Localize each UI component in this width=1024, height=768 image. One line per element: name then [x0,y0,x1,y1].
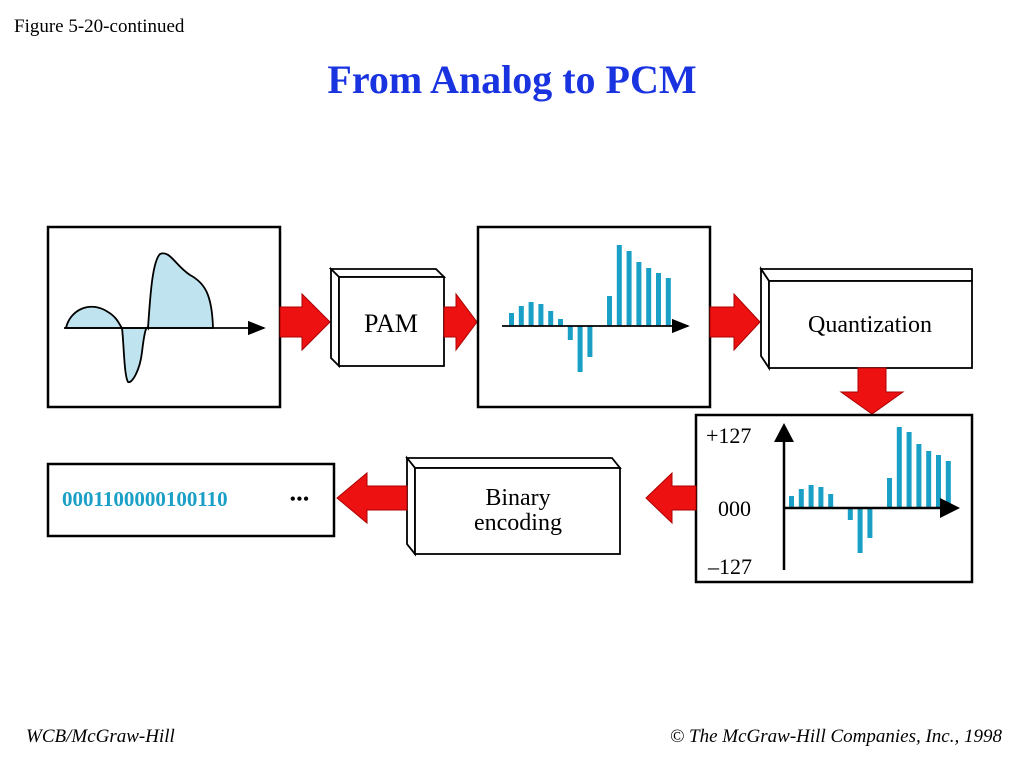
quantized-sample-bars [789,427,951,553]
footer-copyright: © The McGraw-Hill Companies, Inc., 1998 [669,726,1002,747]
pam-sample-bar [509,313,514,326]
bitstream-ellipsis: ••• [290,491,310,508]
quantized-sample-bar [857,508,863,553]
arrow-to-binary-encoding [645,471,697,525]
quantized-sample-bar [945,461,951,508]
pam-sample-bars [509,245,671,372]
quantized-sample-bar [808,485,814,508]
arrow-to-pam [279,292,331,352]
vertical-axis-arrowhead [774,423,794,442]
pam-sample-bar [665,278,671,326]
footer-publisher: WCB/McGraw-Hill [26,726,175,747]
binary-box-side [406,455,416,557]
figure-label: Figure 5-20-continued [14,16,185,37]
axis-label-minus-127: –127 [707,554,752,579]
analog-waveform [64,252,214,383]
arrow-to-quantization [709,292,761,352]
quantized-sample-bar [789,496,794,508]
quantized-sample-bar [936,455,941,508]
pam-samples-panel [476,225,712,409]
quantized-sample-bar [847,508,853,520]
quantized-sample-bar [828,494,834,508]
page-title: From Analog to PCM [327,57,697,102]
quantized-sample-bar [906,432,912,508]
pam-label: PAM [364,309,418,338]
quantized-panel [694,413,974,584]
quantized-sample-bar [926,451,932,508]
quantization-label: Quantization [808,312,932,338]
pam-sample-bar [538,304,544,326]
quantization-box-top [759,268,973,282]
pam-sample-bar [607,296,612,326]
pam-box-top [328,268,447,278]
pam-sample-bar [577,326,583,372]
pam-sample-bar [548,311,554,326]
pam-sample-bar [528,302,534,326]
quantized-sample-bar [818,487,824,508]
pam-sample-bar [626,251,632,326]
quantized-sample-bar [867,508,873,538]
bitstream-text: 0001100000100110 [62,487,228,511]
pam-sample-bar [636,262,642,326]
axis-label-plus-127: +127 [706,423,751,448]
bitstream-panel [46,462,336,538]
pam-box-side [330,266,340,369]
quantization-box-side [760,266,770,371]
binary-label-line1: Binary [485,485,550,511]
horizontal-axis-arrowhead [940,498,960,518]
pam-sample-bar [656,273,661,326]
pam-sample-bar [587,326,593,357]
quantized-sample-bar [887,478,892,508]
pam-sample-bar [518,306,524,326]
binary-label-line2: encoding [474,510,562,536]
arrow-to-samples [443,292,478,352]
binary-box [414,467,621,555]
pam-box [338,276,445,367]
pam-sample-bar [616,245,622,326]
pam-sample-bar [558,319,563,326]
arrow-to-bitstream [336,471,408,525]
quantized-sample-bar [916,444,922,508]
quantized-sample-bar [798,489,804,508]
pam-sample-bar [646,268,652,326]
axis-label-000: 000 [718,496,751,521]
quantized-sample-bar [896,427,902,508]
binary-box-top [405,457,622,469]
pam-sample-bar [567,326,573,340]
arrow-down-to-quantized [839,367,905,415]
